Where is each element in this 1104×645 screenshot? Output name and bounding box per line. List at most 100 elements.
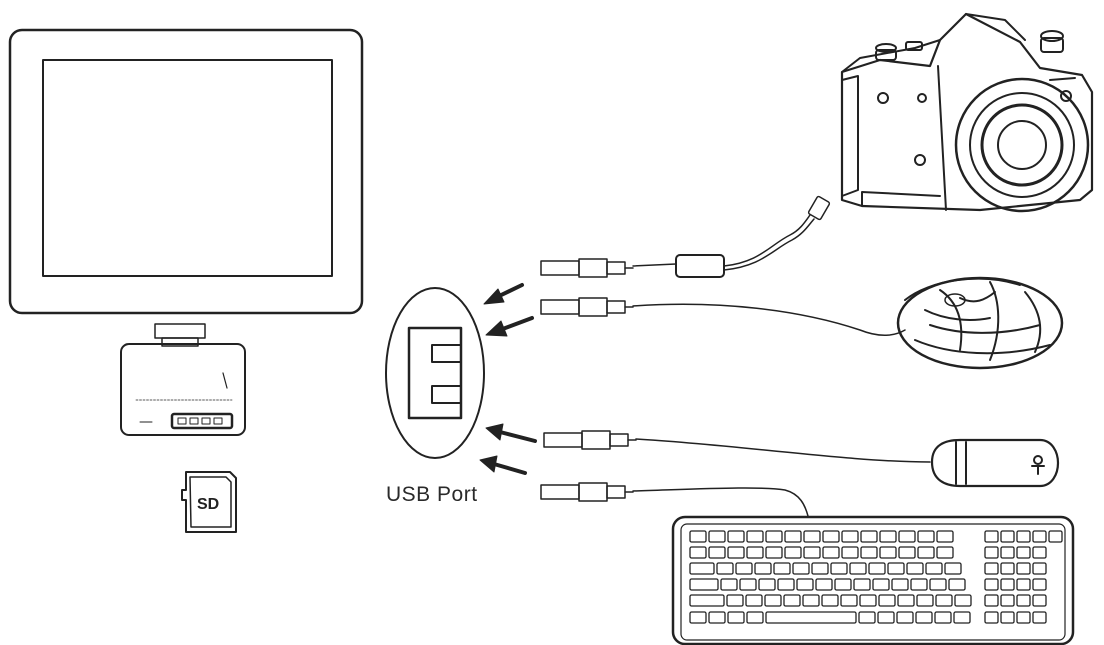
keyboard-key	[1000, 578, 1015, 591]
keyboard-key	[1000, 530, 1015, 543]
keyboard-key	[689, 594, 725, 607]
keyboard-key	[853, 578, 871, 591]
card-reader-adapter	[120, 323, 246, 436]
keyboard-key	[689, 530, 707, 543]
keyboard-key	[906, 562, 924, 575]
keyboard-key	[1032, 530, 1047, 543]
keyboard-key	[821, 594, 839, 607]
keyboard-key	[1016, 594, 1031, 607]
keyboard-key	[891, 578, 909, 591]
keyboard-key	[841, 530, 859, 543]
usb-plug-1	[540, 258, 634, 278]
keyboard-key	[934, 611, 952, 624]
keyboard-key	[727, 530, 745, 543]
keyboard-key	[1032, 546, 1047, 559]
arrow-mouse	[485, 316, 534, 337]
keyboard-key	[984, 594, 999, 607]
keyboard-key	[1016, 562, 1031, 575]
keyboard-key	[916, 594, 934, 607]
cable-mouse	[632, 303, 906, 336]
keyboard-key	[689, 578, 719, 591]
keyboard-key	[1016, 578, 1031, 591]
keyboard-key	[765, 546, 783, 559]
keyboard-key	[1000, 546, 1015, 559]
usb-plug-3	[543, 430, 637, 450]
keyboard-key	[716, 562, 734, 575]
keyboard-key	[878, 594, 896, 607]
keyboard-key	[815, 578, 833, 591]
keyboard-key	[708, 530, 726, 543]
keyboard-key	[1000, 594, 1015, 607]
sd-card-label: SD	[197, 496, 219, 513]
keyboard-key	[849, 562, 867, 575]
keyboard-key	[1016, 611, 1031, 624]
arrows	[479, 283, 537, 475]
keyboard-key	[1032, 562, 1047, 575]
keyboard-key	[925, 562, 943, 575]
keyboard-key	[879, 530, 897, 543]
cable-keyboard	[632, 487, 809, 517]
keyboard-key	[783, 594, 801, 607]
keyboard-key	[860, 530, 878, 543]
keyboard-key	[1016, 530, 1031, 543]
usb-plug-2	[540, 297, 634, 317]
keyboard-key	[917, 546, 935, 559]
keyboard-key	[984, 611, 999, 624]
keyboard-key	[803, 546, 821, 559]
keyboard-key	[929, 578, 947, 591]
keyboard-key	[758, 578, 776, 591]
keyboard-key	[764, 594, 782, 607]
keyboard-key	[910, 578, 928, 591]
keyboard-key	[948, 578, 966, 591]
keyboard-key	[822, 530, 840, 543]
keyboard-key	[777, 578, 795, 591]
usb-port	[385, 287, 485, 459]
sd-card-icon: SD	[181, 471, 237, 533]
usb-port-label: USB Port	[386, 483, 478, 506]
keyboard-key	[944, 562, 962, 575]
keyboard-key	[984, 546, 999, 559]
keyboard-key	[1032, 594, 1047, 607]
arrow-camera	[483, 283, 524, 305]
keyboard-key	[887, 562, 905, 575]
keyboard-key	[689, 546, 707, 559]
usb-flash-drive	[930, 438, 1060, 488]
keyboard-key	[915, 611, 933, 624]
keyboard-key	[784, 530, 802, 543]
keyboard-key	[1048, 530, 1063, 543]
keyboard-key	[897, 594, 915, 607]
keyboard-key	[917, 530, 935, 543]
keyboard-key	[840, 594, 858, 607]
arrow-keyboard	[479, 455, 527, 475]
keyboard-key	[954, 594, 972, 607]
keyboard-key	[936, 530, 954, 543]
keyboard-key	[841, 546, 859, 559]
keyboard-key	[796, 578, 814, 591]
keyboard-key	[868, 562, 886, 575]
keyboard-key	[803, 530, 821, 543]
keyboard	[671, 515, 1075, 645]
keyboard-key	[936, 546, 954, 559]
keyboard-key	[1032, 578, 1047, 591]
keyboard-key	[822, 546, 840, 559]
keyboard-key	[830, 562, 848, 575]
cables	[632, 195, 931, 517]
cable-ferrite	[675, 254, 725, 278]
keyboard-key	[877, 611, 895, 624]
keyboard-key	[935, 594, 953, 607]
keyboard-key	[720, 578, 738, 591]
keyboard-key	[1000, 562, 1015, 575]
mouse	[896, 276, 1064, 370]
keyboard-key	[984, 530, 999, 543]
keyboard-key	[689, 562, 715, 575]
keyboard-key	[1000, 611, 1015, 624]
keyboard-key	[708, 546, 726, 559]
keyboard-key	[984, 562, 999, 575]
keyboard-key	[708, 611, 726, 624]
keyboard-key	[773, 562, 791, 575]
keyboard-key	[860, 546, 878, 559]
cable-flash-drive	[635, 438, 931, 463]
keyboard-key	[754, 562, 772, 575]
cable-camera	[632, 263, 677, 267]
keyboard-key	[834, 578, 852, 591]
